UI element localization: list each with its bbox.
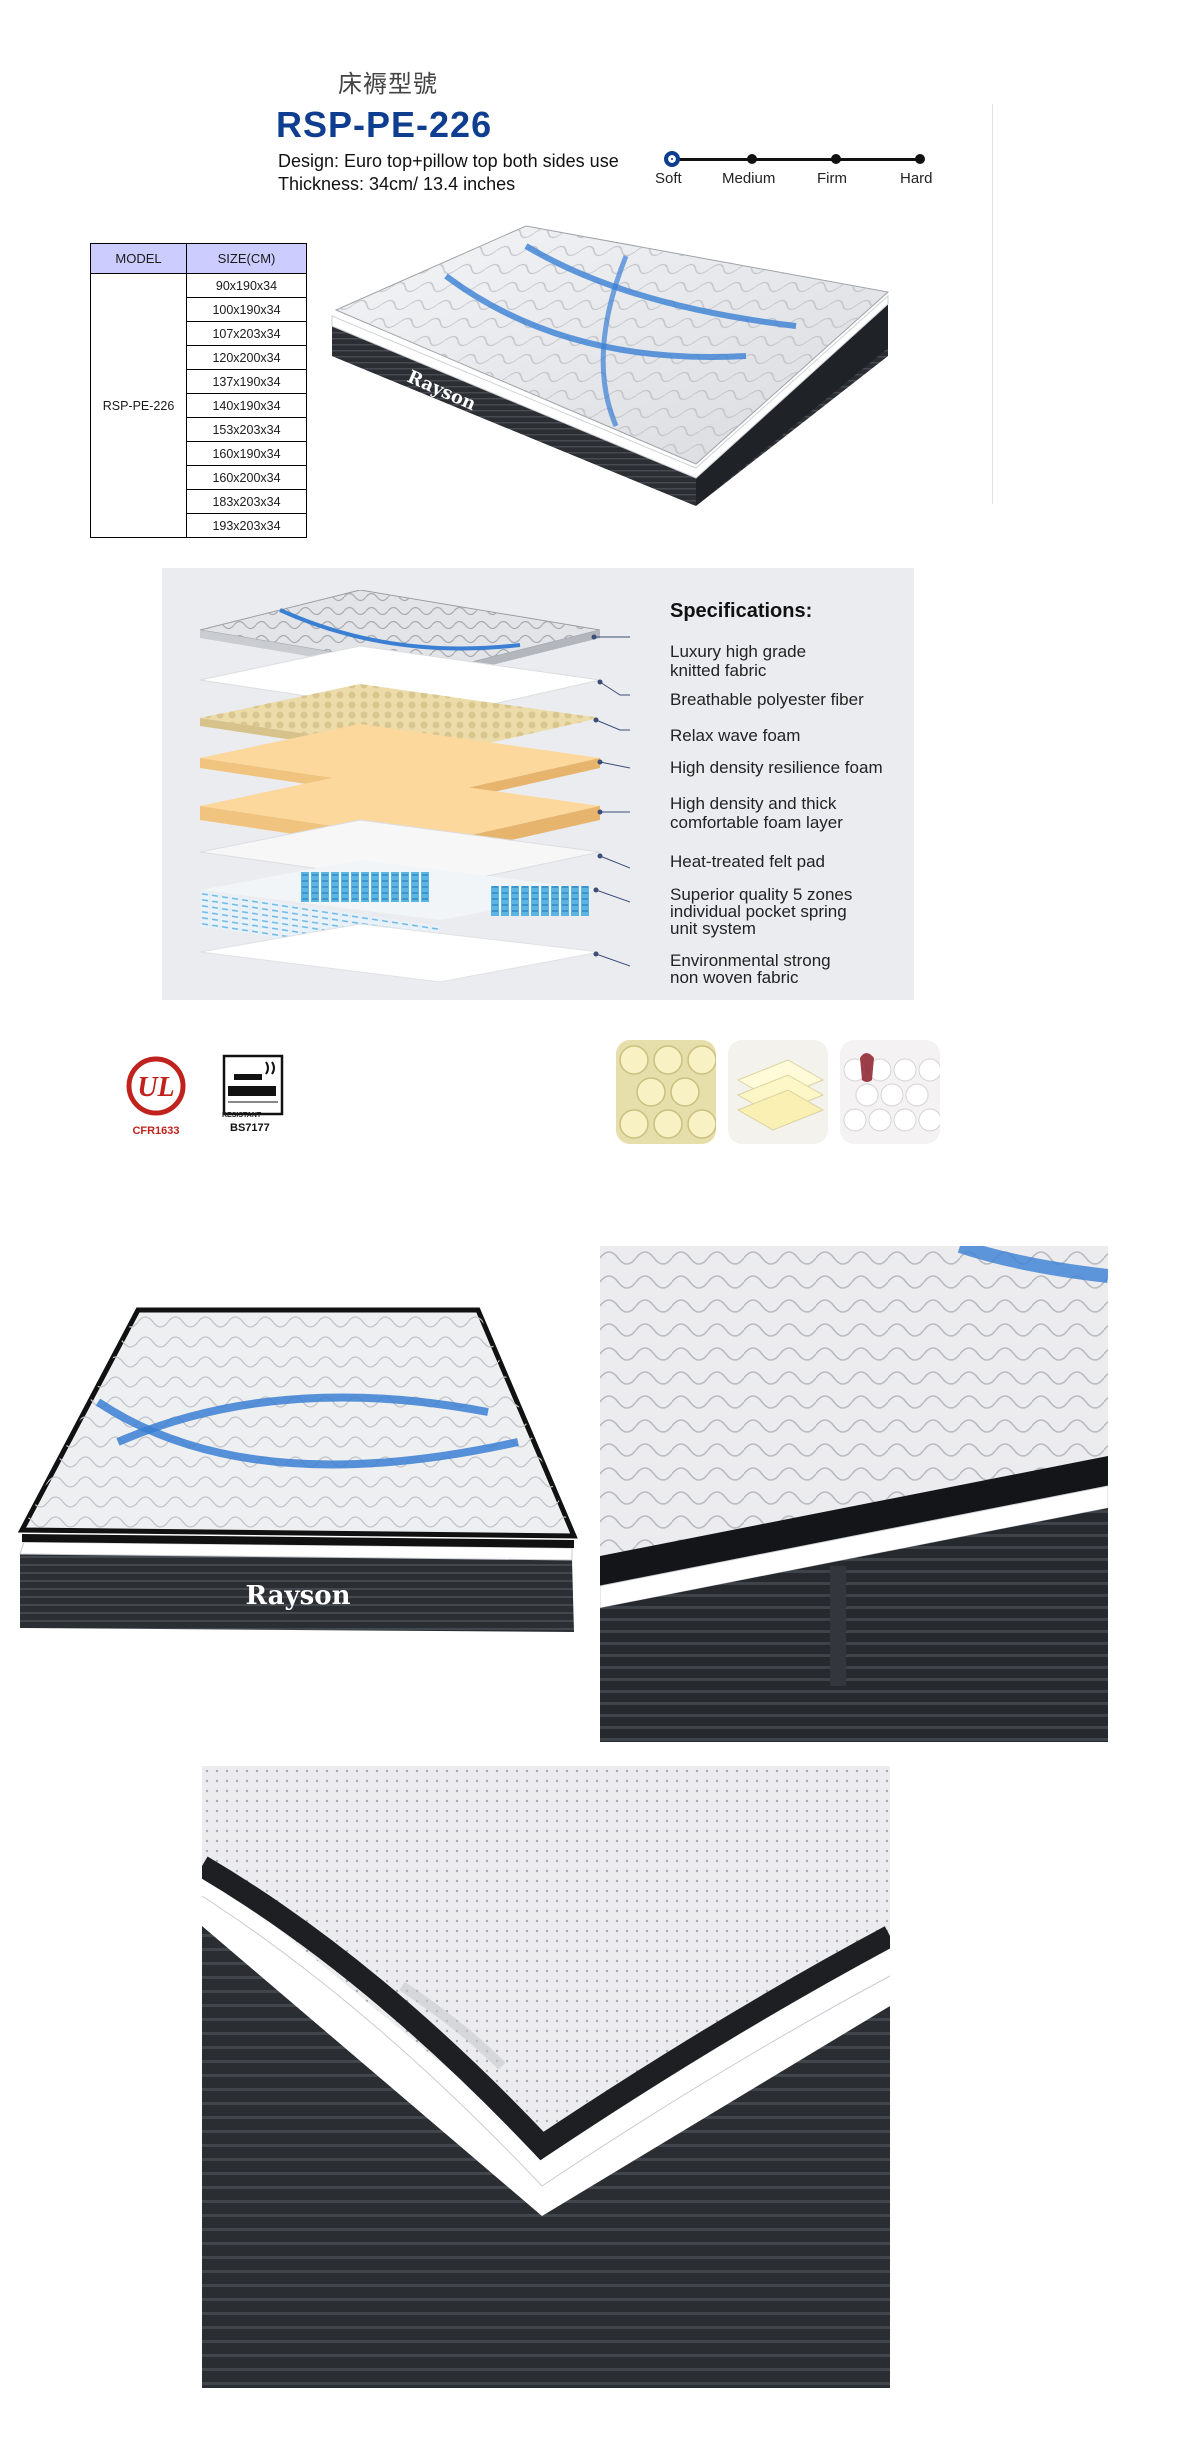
firmness-marker-firm [831, 154, 841, 164]
foam-sheets-swatch [728, 1040, 828, 1144]
spec-layer-label: Breathable polyester fiber [670, 690, 864, 709]
ul-code: CFR1633 [132, 1125, 180, 1137]
firmness-label-medium: Medium [722, 170, 776, 187]
ul-mark-text: UL [137, 1072, 174, 1103]
size-table-header-size: SIZE(CM) [186, 243, 307, 274]
firmness-label-hard: Hard [900, 170, 933, 187]
table-row: RSP-PE-226 90x190x34 [90, 273, 307, 538]
mattress-corner-photo [600, 1246, 1108, 1742]
ul-logo-icon: UL [126, 1056, 186, 1116]
size-table-header-model: MODEL [90, 243, 187, 274]
size-cell: 107x203x34 [186, 321, 307, 346]
firmness-label-soft: Soft [655, 170, 682, 187]
spec-layer-label: Environmental strong non woven fabric [670, 951, 831, 987]
brand-logo-text: Rayson [245, 1581, 350, 1611]
layer-exploded-diagram [199, 590, 630, 983]
spec-layer-label: Luxury high grade knitted fabric [670, 642, 807, 680]
size-cell: 90x190x34 [186, 273, 307, 298]
ul-certification-badge: UL CFR1633 [124, 1054, 188, 1144]
vertical-divider [992, 104, 993, 504]
size-cell: 183x203x34 [186, 489, 307, 514]
design-description: Design: Euro top+pillow top both sides u… [278, 151, 619, 171]
table-row: 160x190x34 [91, 441, 307, 466]
pocket-spring-swatch [840, 1040, 940, 1144]
table-row: 100x190x34 [91, 297, 307, 322]
size-cell: 120x200x34 [186, 345, 307, 370]
size-cell: 193x203x34 [186, 513, 307, 538]
mattress-full-photo: Rayson [18, 1307, 578, 1632]
table-row: 137x190x34 [91, 369, 307, 394]
table-row: 107x203x34 [91, 321, 307, 346]
table-row: 140x190x34 [91, 393, 307, 418]
firmness-label-firm: Firm [817, 170, 847, 187]
size-cell: 160x200x34 [186, 465, 307, 490]
firmness-marker-hard [915, 154, 925, 164]
size-table-model-cell: RSP-PE-226 [90, 273, 187, 538]
mattress-hero-image: Rayson [331, 225, 890, 506]
size-cell: 100x190x34 [186, 297, 307, 322]
specifications-heading: Specifications: [670, 600, 813, 622]
table-row: 193x203x34 [91, 513, 307, 538]
firmness-scale-line [670, 158, 920, 161]
cigarette-resistant-icon [222, 1054, 284, 1116]
size-table: MODEL SIZE(CM) RSP-PE-226 90x190x34 100x… [90, 243, 307, 538]
table-row: 153x203x34 [91, 417, 307, 442]
bs-code: BS7177 [230, 1122, 270, 1134]
model-title: RSP-PE-226 [276, 104, 493, 145]
bs-resistant-label: RESISTANT [222, 1112, 262, 1119]
thickness-description: Thickness: 34cm/ 13.4 inches [278, 174, 516, 194]
spec-layer-label: Superior quality 5 zones individual pock… [670, 885, 853, 938]
firmness-scale: Soft Medium Firm Hard [655, 150, 934, 190]
spec-layer-label: Relax wave foam [670, 726, 801, 745]
size-cell: 153x203x34 [186, 417, 307, 442]
spec-layer-label: Heat-treated felt pad [670, 852, 825, 871]
mattress-detail-photo [202, 1766, 890, 2388]
chinese-title: 床褥型號 [338, 70, 438, 98]
spec-layer-label: High density resilience foam [670, 758, 883, 777]
table-row: 183x203x34 [91, 489, 307, 514]
size-cell: 140x190x34 [186, 393, 307, 418]
spec-layer-label: High density and thick comfortable foam … [670, 794, 843, 832]
table-row: 160x200x34 [91, 465, 307, 490]
size-cell: 137x190x34 [186, 369, 307, 394]
firmness-marker-medium [747, 154, 757, 164]
firmness-marker-selected [664, 151, 680, 167]
size-cell: 160x190x34 [186, 441, 307, 466]
wave-foam-swatch [616, 1040, 716, 1144]
bs-certification-badge: RESISTANT BS7177 [222, 1054, 288, 1144]
